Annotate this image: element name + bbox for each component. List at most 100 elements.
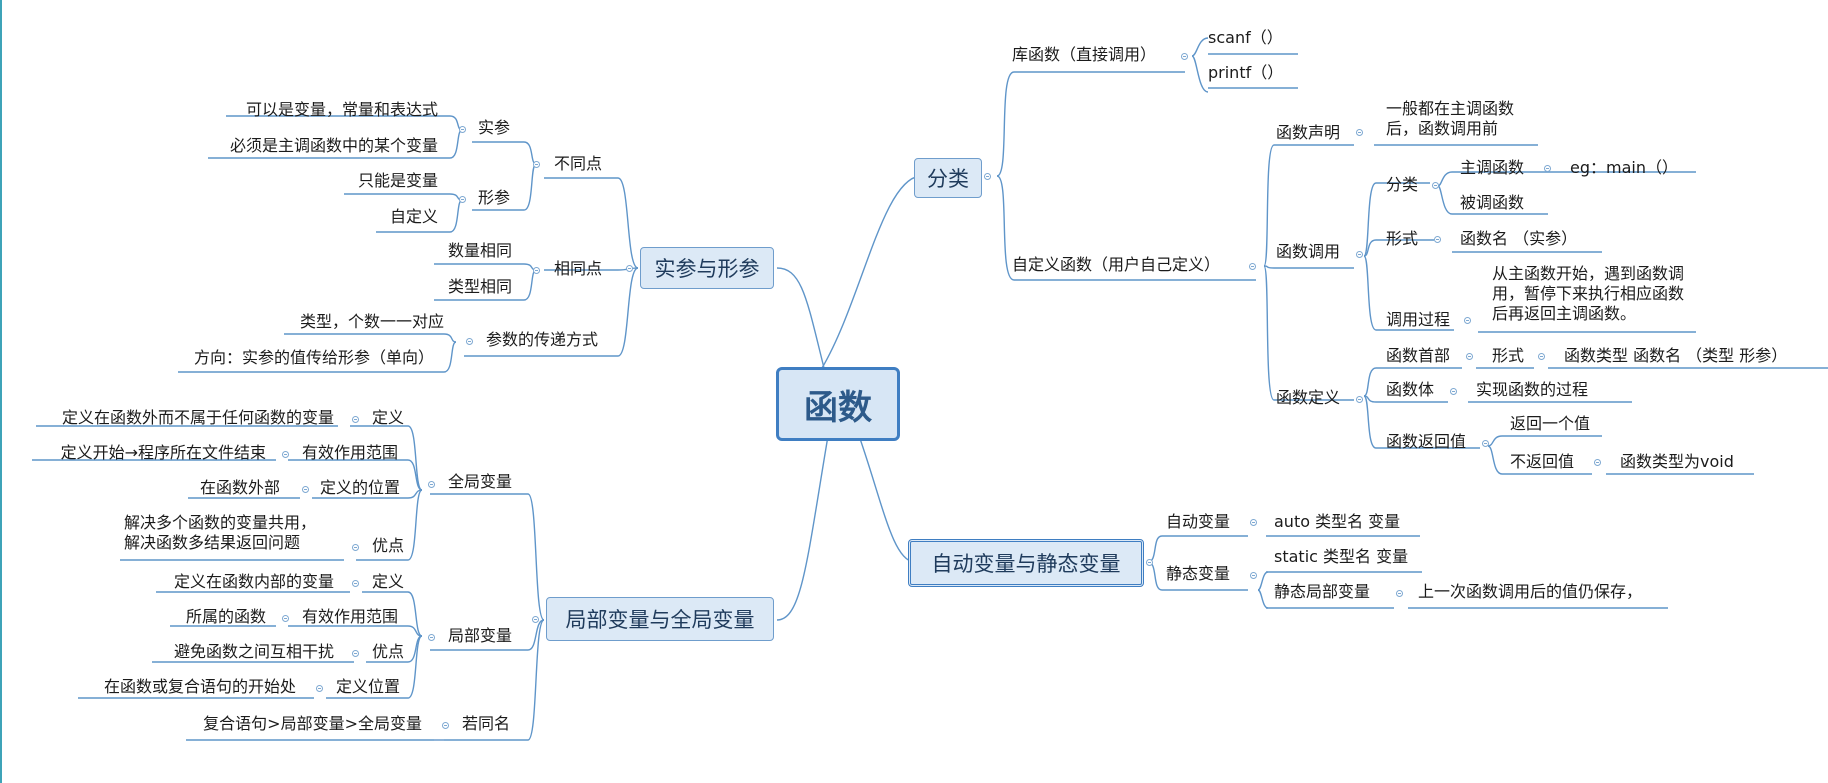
- global-def-label: 定义: [372, 408, 405, 427]
- library-function-label: 库函数（直接调用）: [1012, 45, 1157, 64]
- params-node[interactable]: 实参与形参: [640, 247, 774, 289]
- collapse-icon[interactable]: [352, 416, 359, 423]
- call-form-text: 函数名 （实参）: [1460, 229, 1578, 248]
- collapse-icon[interactable]: [352, 580, 359, 587]
- global-range-label: 有效作用范围: [302, 443, 399, 462]
- static-var-label: 静态变量: [1166, 564, 1231, 583]
- collapse-icon[interactable]: [1250, 519, 1257, 526]
- pass-label: 参数的传递方式: [486, 330, 599, 349]
- call-label: 函数调用: [1276, 242, 1341, 261]
- root-node[interactable]: 函数: [776, 367, 900, 441]
- global-pos-label: 定义的位置: [320, 478, 401, 497]
- global-def-text: 定义在函数外而不属于任何函数的变量: [61, 408, 334, 427]
- collapse-icon[interactable]: [1464, 317, 1471, 324]
- call-kind-label: 分类: [1386, 175, 1419, 194]
- declaration-label: 函数声明: [1276, 123, 1341, 142]
- collapse-icon[interactable]: [282, 615, 289, 622]
- formal-param-label: 形参: [478, 188, 511, 207]
- global-adv-label: 优点: [372, 536, 405, 555]
- collapse-icon[interactable]: [1538, 353, 1545, 360]
- collapse-icon[interactable]: [282, 451, 289, 458]
- auto-var-label: 自动变量: [1166, 512, 1231, 531]
- caller-label: 主调函数: [1460, 158, 1525, 177]
- collapse-icon[interactable]: [466, 338, 473, 345]
- local-var-label: 局部变量: [448, 626, 513, 645]
- collapse-icon[interactable]: [1594, 459, 1601, 466]
- collapse-icon[interactable]: [1482, 440, 1489, 447]
- scanf-item: scanf（）: [1208, 28, 1283, 47]
- return-none-text: 函数类型为void: [1620, 452, 1734, 471]
- collapse-icon[interactable]: [1249, 263, 1256, 270]
- head-form-text: 函数类型 函数名 （类型 形参）: [1564, 346, 1788, 365]
- local-range-text: 所属的函数: [185, 607, 266, 626]
- auto-var-text: auto 类型名 变量: [1274, 512, 1401, 531]
- collapse-icon[interactable]: [459, 126, 466, 133]
- collapse-icon[interactable]: [352, 544, 359, 551]
- body-text: 实现函数的过程: [1476, 380, 1589, 399]
- caller-example: eg：main（）: [1570, 158, 1678, 177]
- collapse-icon[interactable]: [1356, 396, 1363, 403]
- storage-node[interactable]: 自动变量与静态变量: [908, 539, 1144, 587]
- callee-label: 被调函数: [1460, 193, 1525, 212]
- collapse-icon[interactable]: [1434, 236, 1441, 243]
- scope-node[interactable]: 局部变量与全局变量: [546, 597, 774, 641]
- custom-function-label: 自定义函数（用户自己定义）: [1012, 255, 1221, 274]
- local-def-text: 定义在函数内部的变量: [173, 572, 334, 591]
- formal-param-item-1: 只能是变量: [357, 171, 438, 190]
- collapse-icon[interactable]: [316, 685, 323, 692]
- collapse-icon[interactable]: [1466, 353, 1473, 360]
- static-local-text: 上一次函数调用后的值仍保存，: [1418, 582, 1643, 601]
- body-label: 函数体: [1386, 380, 1435, 399]
- collapse-icon[interactable]: [302, 486, 309, 493]
- collapse-icon[interactable]: [1181, 53, 1188, 60]
- collapse-icon[interactable]: [352, 650, 359, 657]
- same-name-text: 复合语句>局部变量>全局变量: [203, 714, 422, 733]
- local-def-label: 定义: [372, 572, 405, 591]
- collapse-icon[interactable]: [1432, 182, 1439, 189]
- return-one: 返回一个值: [1510, 414, 1591, 433]
- global-range-text: 定义开始→程序所在文件结束: [60, 443, 266, 462]
- same-item-2: 类型相同: [447, 277, 512, 296]
- local-range-label: 有效作用范围: [302, 607, 399, 626]
- same-label: 相同点: [554, 259, 603, 278]
- printf-item: printf（）: [1208, 63, 1284, 82]
- collapse-icon[interactable]: [533, 161, 540, 168]
- call-process-label: 调用过程: [1386, 310, 1451, 329]
- collapse-icon[interactable]: [626, 265, 633, 272]
- global-pos-text: 在函数外部: [199, 478, 280, 497]
- local-pos-text: 在函数或复合语句的开始处: [103, 677, 296, 696]
- collapse-icon[interactable]: [459, 196, 466, 203]
- collapse-icon[interactable]: [1450, 388, 1457, 395]
- same-item-1: 数量相同: [447, 241, 512, 260]
- collapse-icon[interactable]: [1250, 572, 1257, 579]
- local-adv-label: 优点: [372, 642, 405, 661]
- global-var-label: 全局变量: [448, 472, 513, 491]
- collapse-icon[interactable]: [1396, 590, 1403, 597]
- same-name-label: 若同名: [462, 714, 511, 733]
- head-form-label: 形式: [1492, 346, 1525, 365]
- collapse-icon[interactable]: [1356, 251, 1363, 258]
- collapse-icon[interactable]: [533, 267, 540, 274]
- call-form-label: 形式: [1386, 229, 1419, 248]
- collapse-icon[interactable]: [984, 173, 991, 180]
- call-process-text: 从主函数开始，遇到函数调用，暂停下来执行相应函数后再返回主调函数。: [1492, 264, 1685, 323]
- definition-label: 函数定义: [1276, 388, 1341, 407]
- static-var-text: static 类型名 变量: [1274, 547, 1409, 566]
- collapse-icon[interactable]: [1356, 129, 1363, 136]
- collapse-icon[interactable]: [532, 616, 539, 623]
- head-label: 函数首部: [1386, 346, 1451, 365]
- actual-param-item-1: 可以是变量，常量和表达式: [245, 100, 438, 119]
- collapse-icon[interactable]: [428, 481, 435, 488]
- category-node[interactable]: 分类: [914, 158, 982, 198]
- global-adv-text: 解决多个函数的变量共用，解决函数多结果返回问题: [124, 513, 317, 552]
- collapse-icon[interactable]: [1544, 165, 1551, 172]
- actual-param-label: 实参: [478, 118, 511, 137]
- pass-item-1: 类型，个数一一对应: [299, 312, 444, 331]
- collapse-icon[interactable]: [1146, 559, 1153, 566]
- collapse-icon[interactable]: [442, 722, 449, 729]
- declaration-text: 一般都在主调函数后，函数调用前: [1386, 99, 1515, 138]
- collapse-icon[interactable]: [428, 634, 435, 641]
- return-none: 不返回值: [1510, 452, 1575, 471]
- actual-param-item-2: 必须是主调函数中的某个变量: [229, 136, 438, 155]
